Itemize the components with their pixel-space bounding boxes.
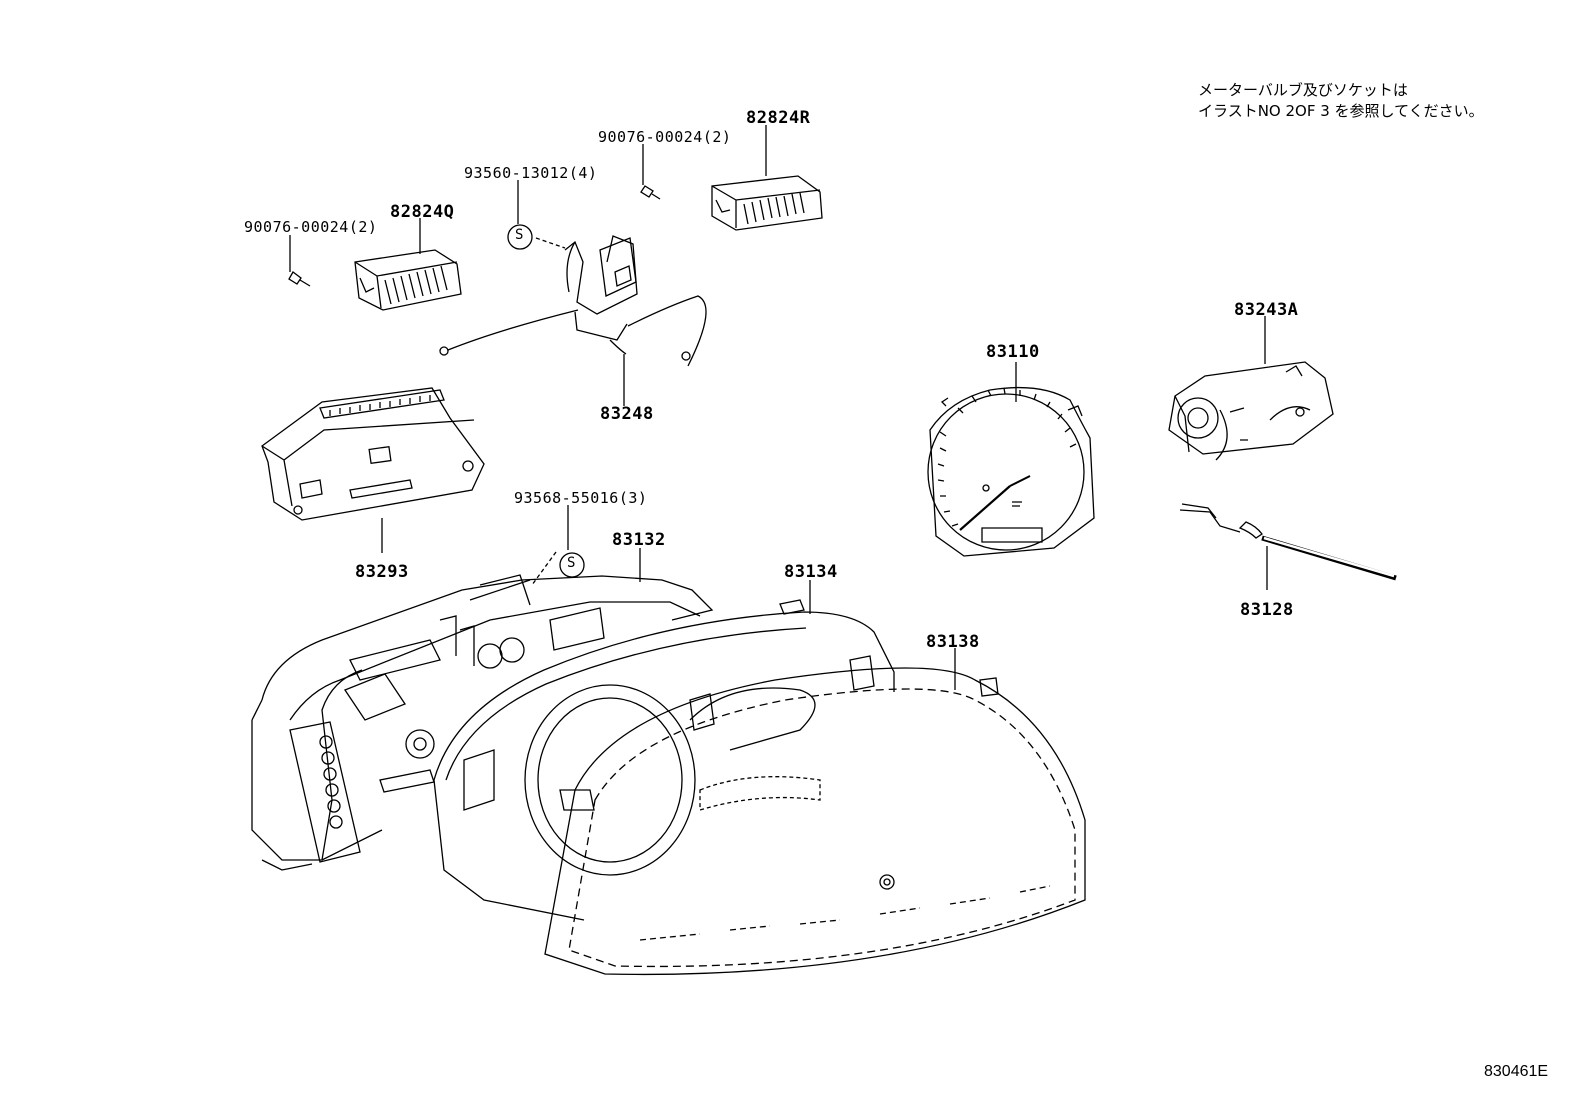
screw-mark-s-lower: S [567, 555, 576, 571]
label-83132: 83132 [612, 530, 666, 550]
reference-note: メーターバルブ及びソケットは イラストNO 2OF 3 を参照してください。 [1198, 80, 1484, 122]
housing-83132-drawing [252, 575, 712, 870]
label-83128: 83128 [1240, 600, 1294, 620]
label-82824R: 82824R [746, 108, 811, 128]
screw-top-icon [641, 186, 660, 199]
screw-mark-s-upper: S [515, 227, 524, 243]
figure-id: 830461E [1484, 1063, 1549, 1080]
bezel-83134-drawing [434, 600, 894, 920]
glass-83138-drawing [545, 656, 1085, 974]
reference-note-line2: イラストNO 2OF 3 を参照してください。 [1198, 102, 1484, 120]
label-83138: 83138 [926, 632, 980, 652]
gauge-83243A-drawing [1169, 362, 1333, 460]
leader-lines [290, 125, 1267, 690]
connector-82824R-drawing [712, 176, 822, 230]
connector-82824Q-drawing [355, 250, 461, 310]
harness-83248-drawing [440, 236, 706, 366]
label-90076-top: 90076-00024(2) [598, 128, 732, 146]
label-83243A: 83243A [1234, 300, 1299, 320]
screw-left-icon [289, 272, 310, 286]
label-83110: 83110 [986, 342, 1040, 362]
label-93560: 93560-13012(4) [464, 164, 598, 182]
label-82824Q: 82824Q [390, 202, 455, 222]
cable-83128-drawing [1180, 504, 1396, 578]
label-83134: 83134 [784, 562, 838, 582]
circuit-board-83293-drawing [262, 388, 484, 520]
label-83293: 83293 [355, 562, 409, 582]
label-90076-left: 90076-00024(2) [244, 218, 378, 236]
speedometer-83110-drawing [928, 388, 1094, 556]
label-83248: 83248 [600, 404, 654, 424]
screw-symbols [508, 225, 584, 577]
label-93568: 93568-55016(3) [514, 489, 648, 507]
reference-note-line1: メーターバルブ及びソケットは [1198, 81, 1408, 99]
